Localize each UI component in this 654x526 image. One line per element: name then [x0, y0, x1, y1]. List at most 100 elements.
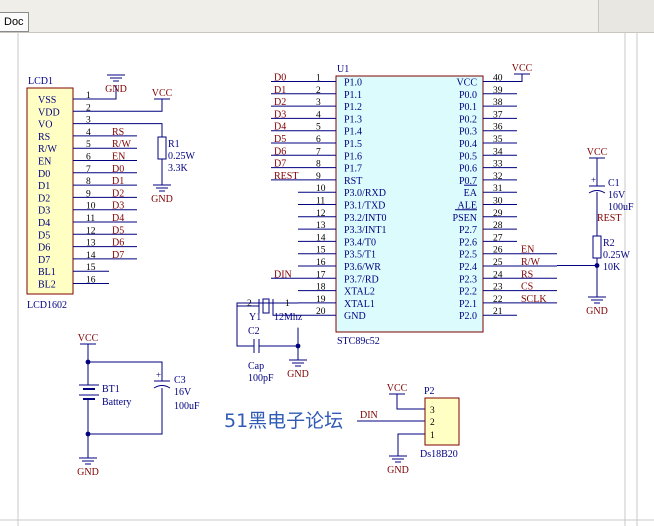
mcu-pin-num: 20: [316, 307, 326, 317]
lcd-pin-name: D6: [38, 243, 50, 254]
c2-ref: C2: [248, 326, 260, 337]
capacitor-c3[interactable]: + C3 16V 100uF: [153, 370, 200, 412]
mcu-pin-name: XTAL2: [344, 287, 375, 298]
mcu-pin-name: P3.5/T1: [344, 250, 376, 261]
resistor-r1[interactable]: R1 0.25W 3.3K: [157, 136, 196, 174]
mcu-pin-name: P2.3: [459, 274, 477, 285]
lcd-net-label: D4: [112, 213, 124, 224]
junctions: [85, 263, 600, 437]
lcd-net-label: RS: [112, 127, 124, 138]
lcd-pin-num: 3: [86, 116, 91, 126]
mcu-pin-num: 10: [316, 184, 326, 194]
mcu-pin-name: P0.5: [459, 151, 477, 162]
lcd-pin-num: 13: [86, 239, 96, 249]
lcd-pin-name: EN: [38, 157, 51, 168]
lcd-pin-num: 15: [86, 263, 96, 273]
gnd-label: GND: [287, 369, 309, 380]
mcu-pin-num: 23: [493, 283, 503, 293]
mcu-pin-num: 26: [493, 246, 503, 256]
r2-ref: R2: [603, 238, 615, 249]
r2-body: [592, 235, 602, 259]
battery-bt1[interactable]: BT1 Battery: [79, 384, 131, 408]
vcc-symbol: VCC: [587, 147, 608, 159]
vcc-label: VCC: [587, 147, 608, 158]
lcd-net-label: D0: [112, 164, 124, 175]
c1-ref: C1: [608, 178, 620, 189]
mcu-pin-name: P1.7: [344, 164, 362, 175]
c1-value: 100uF: [608, 202, 634, 213]
c2-value: 100pF: [248, 373, 274, 384]
r2-value: 10K: [603, 262, 621, 273]
mcu-pin-num: 8: [316, 160, 321, 170]
mcu-pin-name: P1.3: [344, 114, 362, 125]
connector-p2[interactable]: P2 Ds18B20 3 2 1 DIN: [360, 386, 460, 460]
r2-spec: 0.25W: [603, 250, 631, 261]
mcu-pin-name: P2.1: [459, 299, 477, 310]
capacitor-c2[interactable]: C2 Cap 100pF: [248, 326, 274, 384]
mcu-pin-name: P3.0/RXD: [344, 188, 386, 199]
mcu-pin-num: 39: [493, 86, 503, 96]
mcu-net-label: R/W: [521, 257, 540, 268]
mcu-pin-num: 3: [316, 98, 321, 108]
toolbar-panel: [598, 0, 654, 32]
mcu-pin-num: 25: [493, 258, 503, 268]
mcu-net-label: D1: [274, 85, 286, 96]
c3-value: 100uF: [174, 401, 200, 412]
lcd-net-label: D2: [112, 188, 124, 199]
mcu-pin-name: GND: [344, 311, 366, 322]
doc-tab[interactable]: Doc: [0, 12, 29, 32]
lcd-pin-name: RS: [38, 132, 50, 143]
c1-volt: 16V: [608, 190, 626, 201]
gnd-symbol: GND: [387, 455, 409, 476]
mcu-pin-num: 6: [316, 135, 321, 145]
lcd-net-label: D7: [112, 250, 124, 261]
vcc-symbol: VCC: [387, 383, 408, 395]
lcd-pin-name: VDD: [38, 107, 60, 118]
resistor-r2[interactable]: R2 0.25W 10K: [592, 235, 631, 273]
c3-volt: 16V: [174, 387, 192, 398]
lcd-pin-num: 7: [86, 165, 91, 175]
mcu-pin-name: P3.6/WR: [344, 262, 381, 273]
toolbar: Doc: [0, 0, 654, 33]
mcu-net-label: CS: [521, 282, 533, 293]
mcu-pin-name: P1.5: [344, 139, 362, 150]
mcu-pin-name: P0.3: [459, 127, 477, 138]
gnd-label: GND: [77, 467, 99, 478]
net-rest-c1: REST: [597, 213, 621, 224]
vcc-label: VCC: [512, 63, 533, 74]
mcu-ref: U1: [337, 64, 349, 75]
mcu-pin-num: 30: [493, 197, 503, 207]
capacitor-c1[interactable]: + C1 16V 100uF REST: [588, 175, 634, 224]
vcc-label: VCC: [387, 383, 408, 394]
crystal-y1[interactable]: 2 1 Y1 12Mhz: [247, 298, 303, 323]
lcd-pin-num: 16: [86, 276, 96, 286]
r1-spec: 0.25W: [168, 151, 196, 162]
bt1-ref: BT1: [102, 384, 120, 395]
y1-value: 12Mhz: [274, 312, 303, 323]
mcu-pin-name: EA: [464, 188, 478, 199]
lcd-body: [26, 87, 74, 295]
mcu-net-label: D6: [274, 146, 286, 157]
mcu-net-label: D4: [274, 122, 286, 133]
lcd-pin-num: 1: [86, 91, 91, 101]
lcd-pin-name: D2: [38, 193, 50, 204]
mcu-net-label: D0: [274, 73, 286, 84]
wires: [87, 74, 598, 458]
mcu-pin-num: 29: [493, 209, 503, 219]
mcu-pin-name: P1.2: [344, 102, 362, 113]
mcu-pin-name: RST: [344, 176, 362, 187]
mcu-net-label: D5: [274, 134, 286, 145]
mcu-pin-num: 16: [316, 258, 326, 268]
lcd-net-label: D6: [112, 238, 124, 249]
lcd-ref: LCD1: [28, 76, 53, 87]
mcu-pin-num: 1: [316, 74, 321, 84]
mcu-pin-num: 2: [316, 86, 321, 96]
lcd-pin-name: D1: [38, 181, 50, 192]
lcd-pin-num: 9: [86, 189, 91, 199]
mcu-pin-num: 35: [493, 135, 503, 145]
p2-body: [424, 397, 460, 446]
